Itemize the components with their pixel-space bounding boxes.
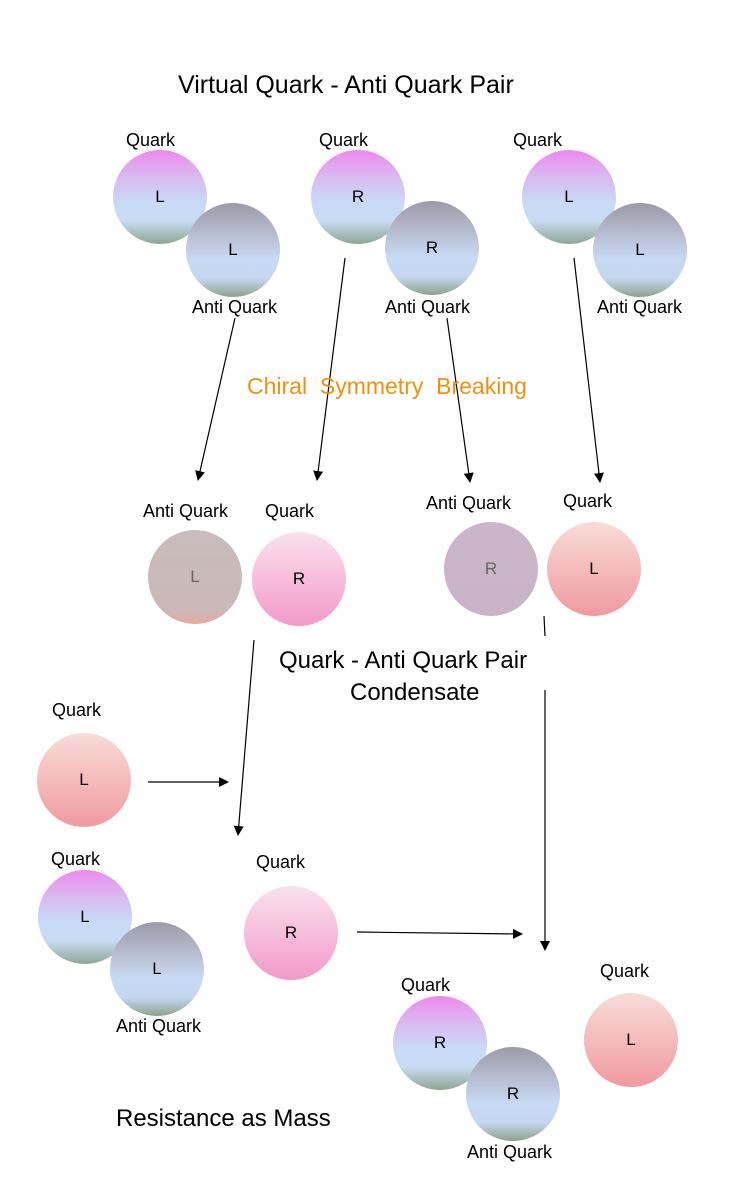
quark-ball: R <box>252 532 346 626</box>
anti-quark-label: Anti Quark <box>143 501 229 521</box>
anti-quark-label: Anti Quark <box>116 1016 202 1036</box>
anti-quark-label: Anti Quark <box>192 297 278 317</box>
arrow-mid-quark-to-quark <box>313 257 346 481</box>
anti-quark-ball: R <box>466 1047 560 1141</box>
chiral-symmetry-breaking-label: Chiral Symmetry Breaking <box>247 373 527 399</box>
resistance-as-mass-label: Resistance as Mass <box>116 1105 331 1132</box>
diagram-title: Virtual Quark - Anti Quark Pair <box>178 71 514 99</box>
chirality-label: L <box>155 187 165 206</box>
quark-ball: L <box>37 733 131 827</box>
arrow-mid-antiquark-to-antiquark <box>446 317 474 483</box>
condensate-label-line2: Condensate <box>350 679 480 706</box>
chirality-label: L <box>190 567 200 586</box>
chirality-label: L <box>626 1030 636 1049</box>
arrow-quark-r-right <box>356 928 523 939</box>
anti-quark-label: Anti Quark <box>426 493 512 513</box>
quark-label: Quark <box>126 130 176 150</box>
anti-quark-label: Anti Quark <box>385 297 471 317</box>
anti-quark-label: Anti Quark <box>467 1142 553 1162</box>
chirality-label: L <box>80 907 90 926</box>
arrow-left-pair-to-antiquark <box>195 317 236 481</box>
chirality-label: R <box>292 569 306 588</box>
arrow-right-quark-to-quark <box>573 257 604 483</box>
chirality-label: R <box>484 559 498 578</box>
arrow-quark-r-down <box>233 639 255 836</box>
quark-ball: L <box>584 993 678 1087</box>
quark-label: Quark <box>256 852 306 872</box>
anti-quark-ball: R <box>385 201 479 295</box>
chirality-label: R <box>351 187 365 206</box>
anti-quark-ball: L <box>110 922 204 1016</box>
chirality-label: L <box>589 559 599 578</box>
chirality-label: L <box>152 959 162 978</box>
quark-ball: R <box>244 886 338 980</box>
chirality-label: R <box>425 238 439 257</box>
chirality-label: L <box>79 770 89 789</box>
chirality-label: L <box>564 187 574 206</box>
anti-quark-ball: L <box>593 203 687 297</box>
chirality-label: R <box>433 1033 447 1052</box>
chirality-label: L <box>635 240 645 259</box>
arrow-right-column-top <box>543 615 546 637</box>
condensate-label-line1: Quark - Anti Quark Pair <box>279 647 528 674</box>
quark-label: Quark <box>401 975 451 995</box>
quark-label: Quark <box>265 501 315 521</box>
chirality-label: L <box>228 240 238 259</box>
chirality-label: R <box>284 923 298 942</box>
anti-quark-label: Anti Quark <box>597 297 683 317</box>
quark-label: Quark <box>319 130 369 150</box>
quark-label: Quark <box>563 491 613 511</box>
quark-label: Quark <box>513 130 563 150</box>
anti-quark-ball: L <box>148 530 242 624</box>
quark-label: Quark <box>51 849 101 869</box>
quark-ball: L <box>547 522 641 616</box>
anti-quark-ball: L <box>186 203 280 297</box>
anti-quark-ball: R <box>444 522 538 616</box>
quark-label: Quark <box>600 961 650 981</box>
chirality-label: R <box>506 1084 520 1103</box>
quark-label: Quark <box>52 700 102 720</box>
